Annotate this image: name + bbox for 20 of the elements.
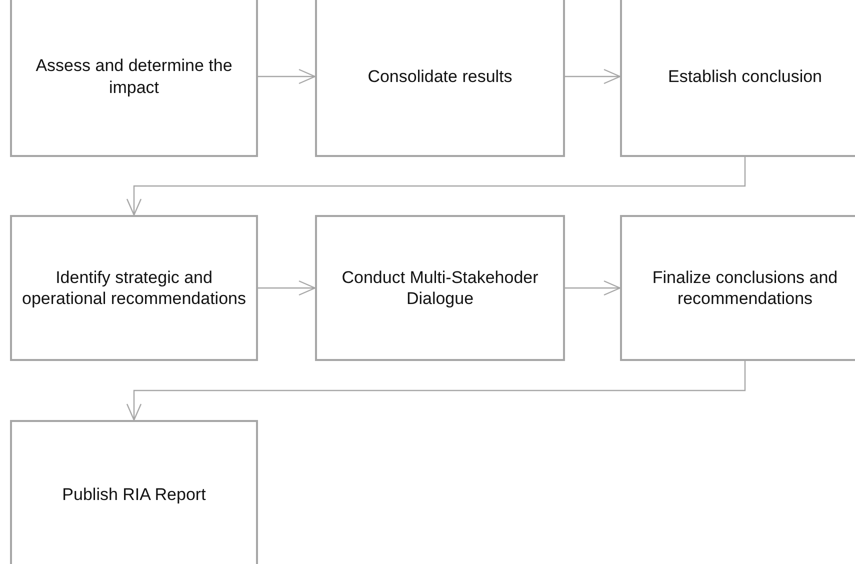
process-box (10, 215, 258, 361)
arrow (126, 157, 746, 216)
step-label: Finalize conclusions and recommendations (651, 266, 839, 310)
arrow (565, 68, 621, 84)
process-box (315, 0, 565, 157)
process-box (620, 0, 855, 157)
arrow (258, 68, 316, 84)
arrow (126, 361, 746, 421)
arrow (565, 280, 621, 296)
arrow (258, 280, 316, 296)
step-label: Consolidate results (366, 66, 514, 88)
step-label: Publish RIA Report (61, 484, 207, 506)
process-box (315, 215, 565, 361)
step-label: Identify strategic and operational recommendations (21, 266, 247, 310)
process-box (620, 215, 855, 361)
step-label: Establish conclusion (666, 66, 824, 88)
step-label: Assess and determine the impact (34, 55, 234, 98)
step-label: Conduct Multi-Stakehoder Dialogue (340, 266, 540, 310)
process-box (10, 0, 258, 157)
process-box (10, 420, 258, 564)
